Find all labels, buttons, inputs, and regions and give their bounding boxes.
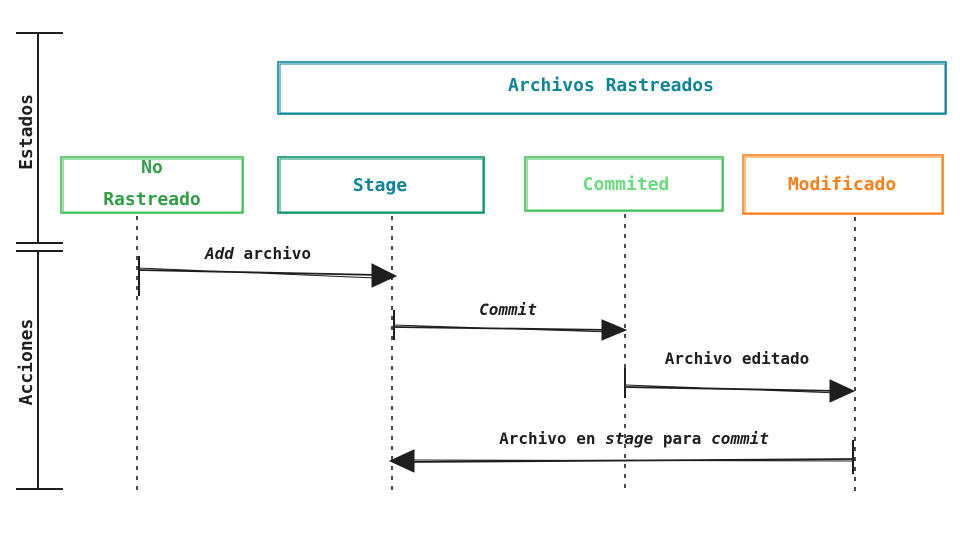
action-label-add-archivo: Add archivo — [204, 244, 311, 263]
action-label-archivo-editado: Archivo editado — [665, 349, 810, 368]
tracked-files-box-sketch — [279, 63, 946, 114]
modificado-box-sketch — [744, 156, 943, 214]
arrow-archivo-editado-sketch — [625, 384, 839, 394]
modificado-label: Modificado — [788, 174, 896, 195]
arrowhead-commit — [601, 319, 628, 341]
arrowhead-archivo-editado — [829, 379, 856, 403]
arrow-heads — [371, 263, 856, 473]
tracked-files-label: Archivos Rastreados — [508, 75, 714, 96]
stage-box-sketch — [279, 158, 484, 213]
arrow-archivo-en-stage-sketch — [409, 459, 854, 462]
commited-box-sketch — [526, 158, 723, 211]
action-label-archivo-en-stage: Archivo en stage para commit — [499, 429, 769, 448]
stage-box — [277, 156, 485, 214]
acciones-bracket — [16, 250, 63, 490]
arrow-add-archivo — [137, 269, 381, 276]
state-stage: Stage — [277, 156, 485, 214]
arrowhead-archivo-en-stage — [388, 449, 415, 473]
lifelines — [136, 214, 856, 492]
no-rastreado-label-line2: Rastreado — [103, 189, 201, 210]
arrow-commit-sketch — [392, 324, 611, 333]
action-label-commit: Commit — [479, 300, 537, 319]
no-rastreado-box-sketch — [62, 158, 243, 213]
no-rastreado-box — [60, 156, 244, 214]
arrowhead-add-archivo — [371, 263, 398, 288]
stage-label: Stage — [353, 175, 407, 196]
commited-box — [524, 156, 724, 212]
state-no-rastreado: No Rastreado — [60, 156, 244, 214]
modificado-box — [742, 154, 944, 215]
state-modificado: Modificado — [742, 154, 944, 215]
no-rastreado-label-line1: No — [141, 157, 163, 178]
state-commited: Commited — [524, 156, 724, 212]
action-arrows — [137, 267, 854, 463]
commited-label: Commited — [583, 174, 670, 195]
arrow-start-ticks — [138, 256, 854, 474]
tracked-files-group: Archivos Rastreados — [277, 61, 947, 115]
acciones-label: Acciones — [16, 319, 37, 406]
tracked-files-box — [277, 61, 947, 115]
estados-label: Estados — [16, 94, 37, 170]
arrow-add-archivo-sketch — [137, 267, 377, 279]
estados-bracket — [16, 32, 63, 244]
